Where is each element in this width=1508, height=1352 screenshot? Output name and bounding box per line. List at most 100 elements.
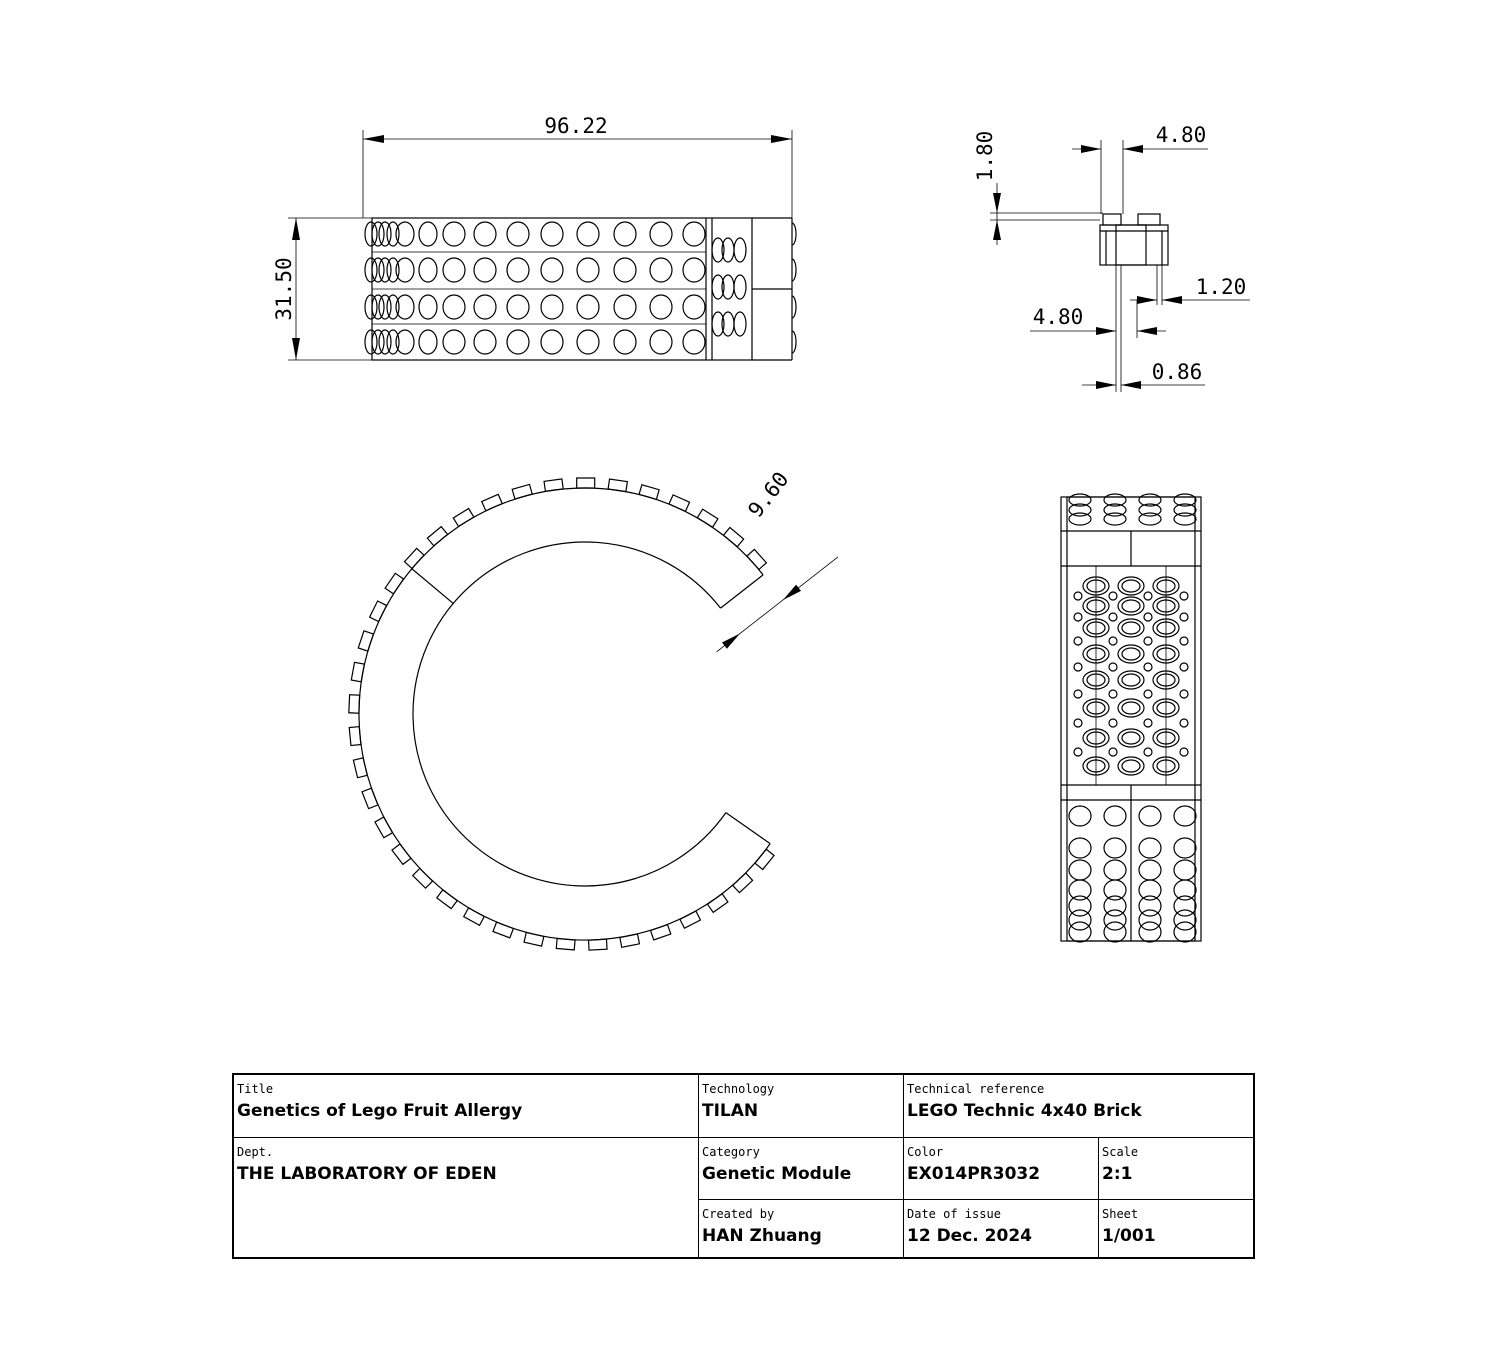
stud [395, 221, 415, 247]
tube-pin [1108, 591, 1118, 601]
technical-reference-value: LEGO Technic 4x40 Brick [907, 1101, 1142, 1121]
ring-stud [668, 494, 691, 513]
tube-outer [1082, 576, 1110, 596]
tube-pin [1073, 747, 1083, 757]
dimension-profile-thickness: 0.86 [1082, 360, 1205, 389]
side-top-stud [1173, 503, 1197, 517]
side-top-stud [1138, 493, 1162, 507]
stud [395, 257, 415, 283]
ring-stud [348, 694, 361, 714]
side-top-stud [1173, 493, 1197, 507]
tube-inner [1156, 599, 1176, 613]
ring-stud [543, 478, 564, 492]
tube-outer [1117, 698, 1145, 718]
dimension-text-profile-wall: 1.20 [1196, 275, 1247, 299]
stud [378, 221, 392, 247]
ring-view: 9.60 [348, 467, 839, 951]
dimension-text-profile-thickness: 0.86 [1152, 360, 1203, 384]
tube-pin [1073, 689, 1083, 699]
ring-stud [348, 725, 362, 747]
tube-inner [1086, 759, 1106, 773]
stud [418, 257, 438, 283]
side-top-stud [1068, 503, 1092, 517]
tube-pin [1179, 612, 1189, 622]
ring-stud [638, 484, 660, 501]
tube-pin [1108, 662, 1118, 672]
stud [473, 329, 497, 355]
tube-outer [1152, 728, 1180, 748]
title-caption: Title [237, 1082, 274, 1096]
stud [442, 221, 466, 247]
tube-outer [1152, 618, 1180, 638]
tube-outer [1117, 576, 1145, 596]
side-top-stud [1138, 503, 1162, 517]
tube-outer [1152, 644, 1180, 664]
stud [682, 329, 706, 355]
stud [540, 329, 564, 355]
tube-inner [1086, 647, 1106, 661]
stud [386, 294, 400, 320]
side-bottom-stud [1068, 805, 1092, 827]
sheet-caption: Sheet [1102, 1207, 1139, 1221]
technology-caption: Technology [702, 1082, 775, 1096]
stud [506, 221, 530, 247]
tube-pin [1143, 612, 1153, 622]
edge-stud-right [791, 295, 797, 319]
side-bottom-stud [1103, 859, 1127, 881]
side-bottom-stud [1068, 909, 1092, 931]
ring-stud [357, 630, 375, 652]
stud [649, 221, 673, 247]
tube-outer [1152, 756, 1180, 776]
tube-pin [1179, 662, 1189, 672]
tube-outer [1152, 596, 1180, 616]
front-view: 96.22 31.50 [272, 114, 797, 361]
date-of-issue-caption: Date of issue [907, 1207, 1001, 1221]
dimension-text-ring-band-width: 9.60 [743, 467, 793, 522]
stud [442, 329, 466, 355]
stud [506, 257, 530, 283]
stud [649, 294, 673, 320]
tube-outer [1152, 670, 1180, 690]
side-bottom-stud [1103, 837, 1127, 859]
ring-stud [426, 525, 449, 547]
stud [613, 329, 637, 355]
ring-stud [607, 478, 629, 493]
tube-outer [1117, 618, 1145, 638]
color-caption: Color [907, 1145, 944, 1159]
profile-view: 4.80 1.80 1.20 4.80 [973, 123, 1250, 392]
stud [473, 221, 497, 247]
front-view-edge-studs [711, 222, 797, 354]
dept-caption: Dept. [237, 1145, 274, 1159]
tube-inner [1121, 579, 1141, 593]
tube-inner [1086, 599, 1106, 613]
color-value: EX014PR3032 [907, 1164, 1041, 1184]
front-view-studs [364, 221, 706, 355]
stud [576, 294, 600, 320]
dimension-text-front-width: 96.22 [544, 114, 607, 138]
side-bottom-stud [1138, 895, 1162, 917]
stud [682, 221, 706, 247]
category-caption: Category [702, 1145, 760, 1159]
ring-stud [452, 507, 475, 528]
ring-stud [706, 892, 729, 914]
ring-stud [576, 477, 596, 489]
tube-inner [1156, 701, 1176, 715]
dimension-text-front-height: 31.50 [272, 257, 296, 320]
technical-reference-caption: Technical reference [907, 1082, 1045, 1096]
stud [506, 294, 530, 320]
tube-pin [1073, 612, 1083, 622]
side-bottom-stud [1068, 859, 1092, 881]
dimension-profile-top-width: 4.80 [1072, 123, 1208, 153]
tube-pin [1073, 718, 1083, 728]
side-top-stud [1138, 512, 1162, 526]
tube-inner [1121, 701, 1141, 715]
side-bottom-stud [1138, 909, 1162, 931]
ring-stud [555, 937, 576, 951]
tube-pin [1143, 591, 1153, 601]
sheet-value: 1/001 [1102, 1226, 1156, 1246]
dimension-ring-band-width: 9.60 [716, 467, 839, 653]
tube-pin [1108, 612, 1118, 622]
tube-pin [1108, 718, 1118, 728]
dimension-front-width: 96.22 [362, 114, 793, 218]
stud [364, 294, 378, 320]
